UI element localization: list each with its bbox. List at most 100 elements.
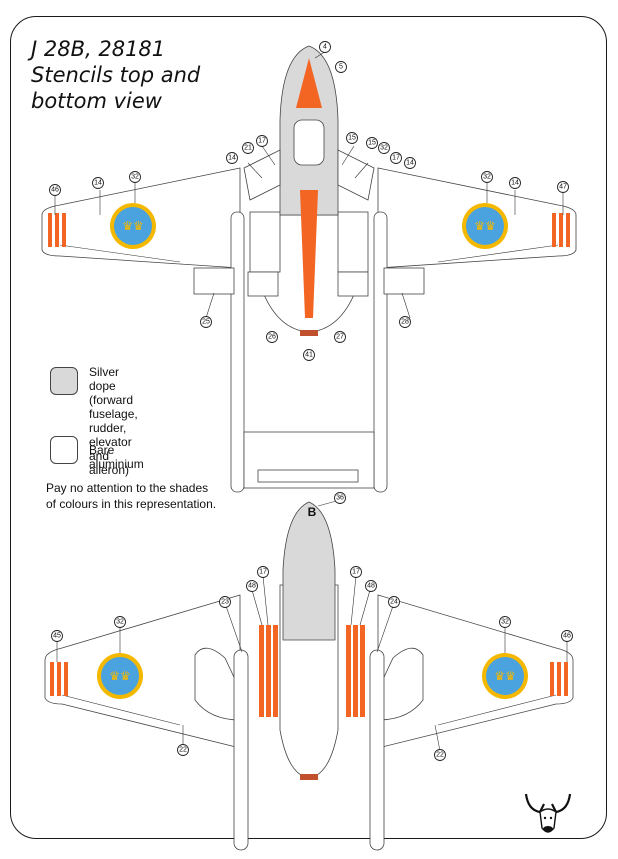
callout-circle — [365, 580, 377, 592]
callout-number: 28 — [401, 319, 409, 326]
callout-number: 15 — [368, 140, 376, 147]
top-callout-14: 14 — [509, 177, 521, 189]
top-callout-32: 32 — [378, 142, 390, 154]
callout-circle — [346, 132, 358, 144]
svg-text:♛♛: ♛♛ — [109, 669, 131, 683]
callout-circle — [399, 316, 411, 328]
callout-circle — [561, 630, 573, 642]
title-line-1: J 28B, 28181 — [31, 37, 166, 61]
callout-number: 17 — [392, 155, 400, 162]
silver-swatch — [50, 367, 78, 395]
top-canopy — [293, 119, 325, 166]
top-jet-exhaust — [300, 330, 318, 336]
callout-circle — [114, 616, 126, 628]
top-nose-orange-marking — [296, 58, 322, 108]
bottom-callout-23: 23 — [219, 596, 231, 608]
callout-circle — [246, 580, 258, 592]
top-callout-14: 14 — [92, 177, 104, 189]
top-callout-26: 26 — [266, 331, 278, 343]
bottom-callout-32: 32 — [114, 616, 126, 628]
callout-number: 32 — [116, 619, 124, 626]
bottom-callout-17: 17 — [350, 566, 362, 578]
callout-number: 32 — [131, 174, 139, 181]
callout-circle — [226, 152, 238, 164]
callout-number: 24 — [390, 599, 398, 606]
top-callout-41: 41 — [303, 349, 315, 361]
callout-circle — [509, 177, 521, 189]
callout-circle — [350, 566, 362, 578]
bottom-view: B ♛♛ ♛♛ — [44, 499, 574, 851]
callout-number: 36 — [336, 495, 344, 502]
bottom-right-wingtip-stripes — [550, 662, 568, 696]
callout-number: 45 — [53, 633, 61, 640]
callout-number: 26 — [268, 334, 276, 341]
callout-circle — [219, 596, 231, 608]
bottom-callout-46: 46 — [561, 630, 573, 642]
top-callout-14: 14 — [226, 152, 238, 164]
top-central-orange-stripe — [300, 190, 318, 318]
top-callout-32: 32 — [129, 171, 141, 183]
bottom-callout-17: 17 — [257, 566, 269, 578]
bottom-callout-22: 22 — [177, 744, 189, 756]
top-callout-21: 21 — [242, 142, 254, 154]
top-callout-14: 14 — [404, 157, 416, 169]
top-callout-5: 5 — [335, 61, 347, 73]
callout-circle — [499, 616, 511, 628]
svg-text:♛♛: ♛♛ — [494, 669, 516, 683]
callout-number: 32 — [483, 174, 491, 181]
top-left-roundel: ♛♛ — [110, 203, 156, 249]
bottom-left-underwing-stripes — [259, 625, 278, 717]
callout-number: 14 — [511, 180, 519, 187]
top-callout-25: 25 — [200, 316, 212, 328]
bottom-left-wingtip-stripes — [50, 662, 68, 696]
bottom-left-boom — [233, 649, 249, 851]
callout-number: 27 — [336, 334, 344, 341]
top-callout-17: 17 — [256, 135, 268, 147]
callout-circle — [242, 142, 254, 154]
top-callout-32: 32 — [481, 171, 493, 183]
top-callout-46: 46 — [49, 184, 61, 196]
callout-number: 23 — [221, 599, 229, 606]
top-right-boom — [373, 211, 388, 493]
callout-circle — [334, 492, 346, 504]
callout-number: 32 — [501, 619, 509, 626]
callout-circle — [378, 142, 390, 154]
silver-label: Silver dope (forward fuselage, rudder, e… — [89, 365, 138, 477]
top-callout-15: 15 — [346, 132, 358, 144]
callout-number: 17 — [259, 569, 267, 576]
bottom-callout-32: 32 — [499, 616, 511, 628]
svg-text:♛♛: ♛♛ — [474, 219, 496, 233]
callout-circle — [129, 171, 141, 183]
callout-circle — [404, 157, 416, 169]
callout-circle — [481, 171, 493, 183]
callout-number: 25 — [202, 319, 210, 326]
callout-circle — [257, 566, 269, 578]
bottom-jet-exhaust — [300, 774, 318, 780]
page-border — [10, 16, 607, 839]
top-callout-47: 47 — [557, 181, 569, 193]
bottom-callout-45: 45 — [51, 630, 63, 642]
top-callout-4: 4 — [319, 41, 331, 53]
top-right-roundel: ♛♛ — [462, 203, 508, 249]
top-callout-17: 17 — [390, 152, 402, 164]
callout-circle — [366, 137, 378, 149]
colour-note: Pay no attention to the shades of colour… — [46, 481, 217, 511]
callout-circle — [303, 349, 315, 361]
callout-circle — [51, 630, 63, 642]
callout-circle — [319, 41, 331, 53]
svg-text:♛♛: ♛♛ — [122, 219, 144, 233]
top-right-wingtip-stripes — [552, 213, 570, 247]
callout-circle — [388, 596, 400, 608]
callout-circle — [434, 749, 446, 761]
callout-circle — [334, 331, 346, 343]
callout-circle — [266, 331, 278, 343]
bottom-right-wing — [377, 594, 574, 749]
callout-number: 5 — [339, 64, 343, 71]
bottom-left-roundel: ♛♛ — [97, 653, 143, 699]
bottom-callout-36: 36 — [334, 492, 346, 504]
callout-number: 14 — [94, 180, 102, 187]
bottom-callout-24: 24 — [388, 596, 400, 608]
page-title: J 28B, 28181 Stencils top and bottom vie… — [31, 36, 200, 114]
bare-label: Bare aluminium — [89, 443, 144, 471]
